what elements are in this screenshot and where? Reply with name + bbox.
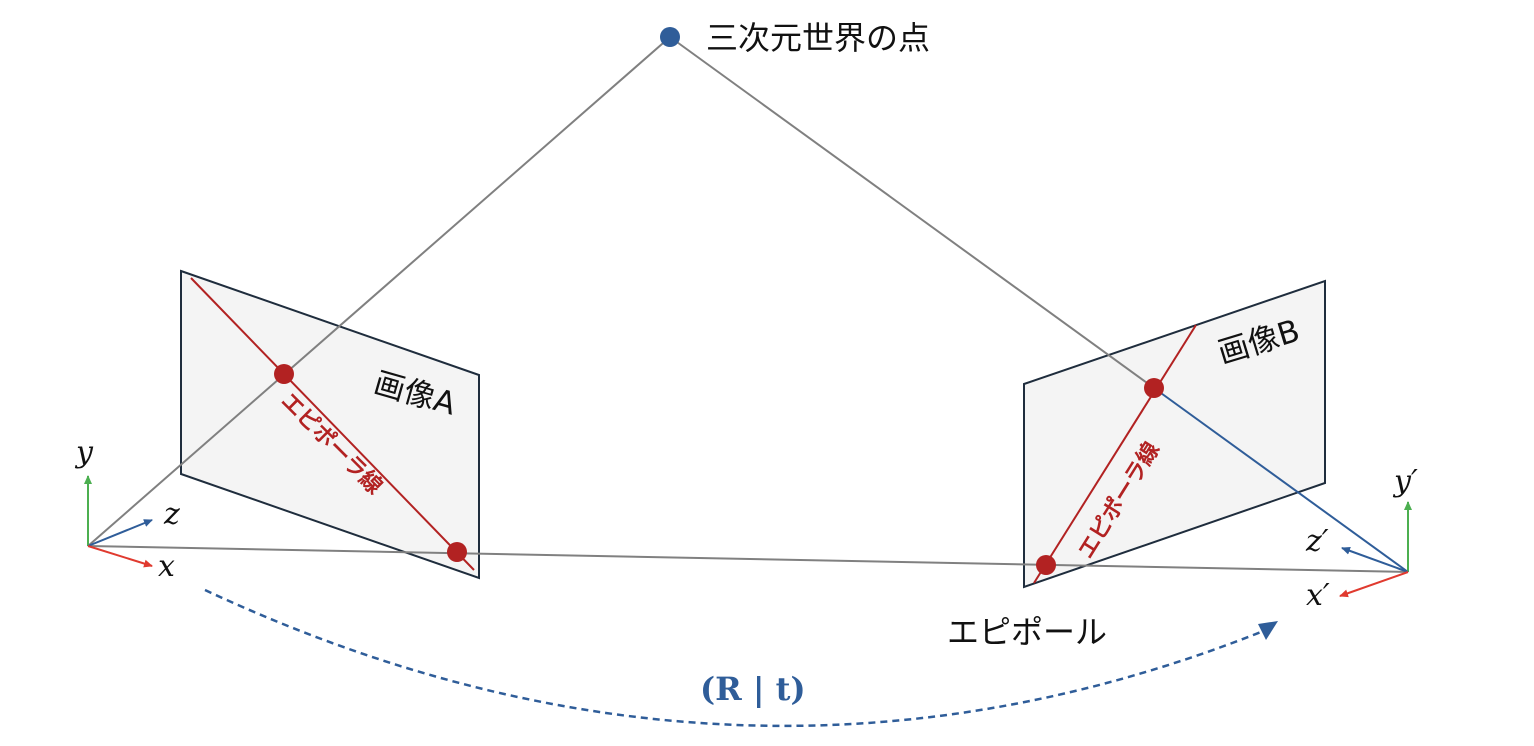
camera-a-x-label: x <box>158 549 175 584</box>
world-point <box>660 27 680 47</box>
camera-a-z-label: z <box>163 497 180 532</box>
transform-arc <box>204 588 1267 728</box>
epipole-a-point <box>447 542 467 562</box>
image-a-projection-point <box>274 364 294 384</box>
world-point-label: 三次元世界の点 <box>706 19 930 57</box>
epipole-label: エピポール <box>947 613 1107 651</box>
ray-world-point-to-camera-b <box>669 36 1155 389</box>
epipolar-line-a <box>190 277 475 571</box>
camera-b-x-label: x′ <box>1306 578 1330 613</box>
ray-in-image-b-to-camera-b <box>1153 387 1409 573</box>
camera-b-x-axis <box>1339 571 1409 598</box>
camera-b-axes: y′ z′ x′ <box>1305 464 1418 613</box>
epipole-b-point <box>1036 555 1056 575</box>
camera-a-axes: y z x <box>74 435 180 584</box>
image-plane-a <box>180 269 480 580</box>
image-b-projection-point <box>1144 378 1164 398</box>
image-plane-b <box>1023 279 1326 589</box>
camera-b-z-label: z′ <box>1305 524 1329 559</box>
epipolar-line-b <box>1033 324 1197 584</box>
camera-b-z-axis <box>1341 546 1409 573</box>
transform-label: (R | t) <box>700 670 806 708</box>
transform-arrowhead <box>1258 621 1278 640</box>
camera-a-x-axis <box>87 545 153 568</box>
camera-a-y-label: y <box>74 435 94 470</box>
camera-a-z-axis <box>87 519 153 547</box>
baseline <box>87 545 1409 573</box>
camera-b-y-label: y′ <box>1392 464 1418 499</box>
ray-camera-a-to-world-point <box>87 36 671 547</box>
